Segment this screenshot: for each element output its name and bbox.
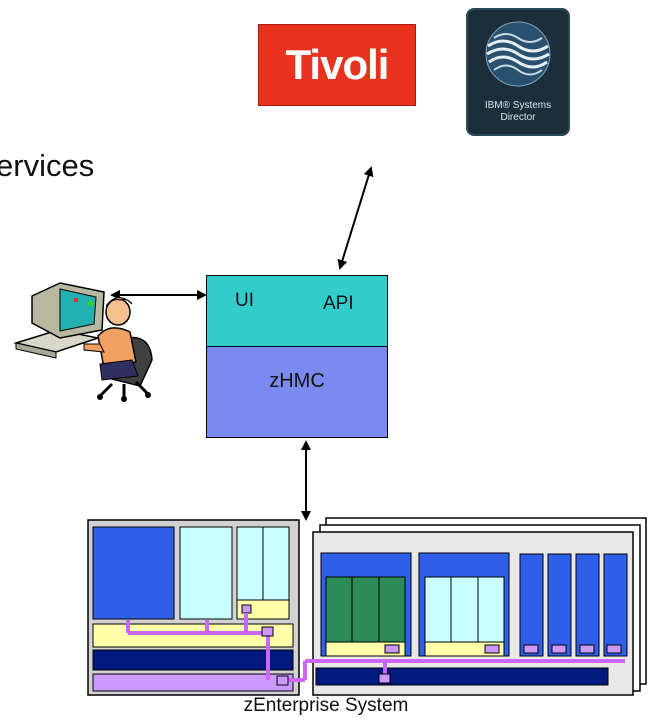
tivoli-logo: Tivoli bbox=[258, 24, 416, 106]
zhmc-label: zHMC bbox=[269, 370, 325, 392]
ibm-logo-label-line-1: IBM® Systems bbox=[484, 100, 552, 111]
zenterprise-system-caption: zEnterprise System bbox=[243, 695, 409, 716]
ibm-logo-label-line-2: Director bbox=[500, 112, 536, 123]
ui-label: UI bbox=[235, 290, 254, 311]
services-text-fragment: ervices bbox=[0, 148, 95, 183]
network-links bbox=[126, 613, 625, 682]
zhmc-ui-api-section: UI API bbox=[207, 276, 387, 347]
api-label: API bbox=[323, 293, 354, 314]
zhmc-box: UI API zHMC bbox=[206, 275, 388, 438]
tivoli-logo-text: Tivoli bbox=[285, 41, 390, 88]
zhmc-section: zHMC bbox=[207, 347, 387, 437]
mainframe-box bbox=[87, 519, 300, 696]
link-ports bbox=[261, 626, 622, 686]
ibm-globe-icon bbox=[485, 21, 551, 87]
api-to-management-arrow bbox=[337, 166, 374, 270]
ibm-logo-label: IBM® Systems Director bbox=[468, 100, 568, 124]
blade-chassis bbox=[315, 552, 628, 686]
ibm-systems-director-logo: IBM® Systems Director bbox=[466, 8, 570, 136]
user-at-computer-icon bbox=[13, 282, 153, 402]
